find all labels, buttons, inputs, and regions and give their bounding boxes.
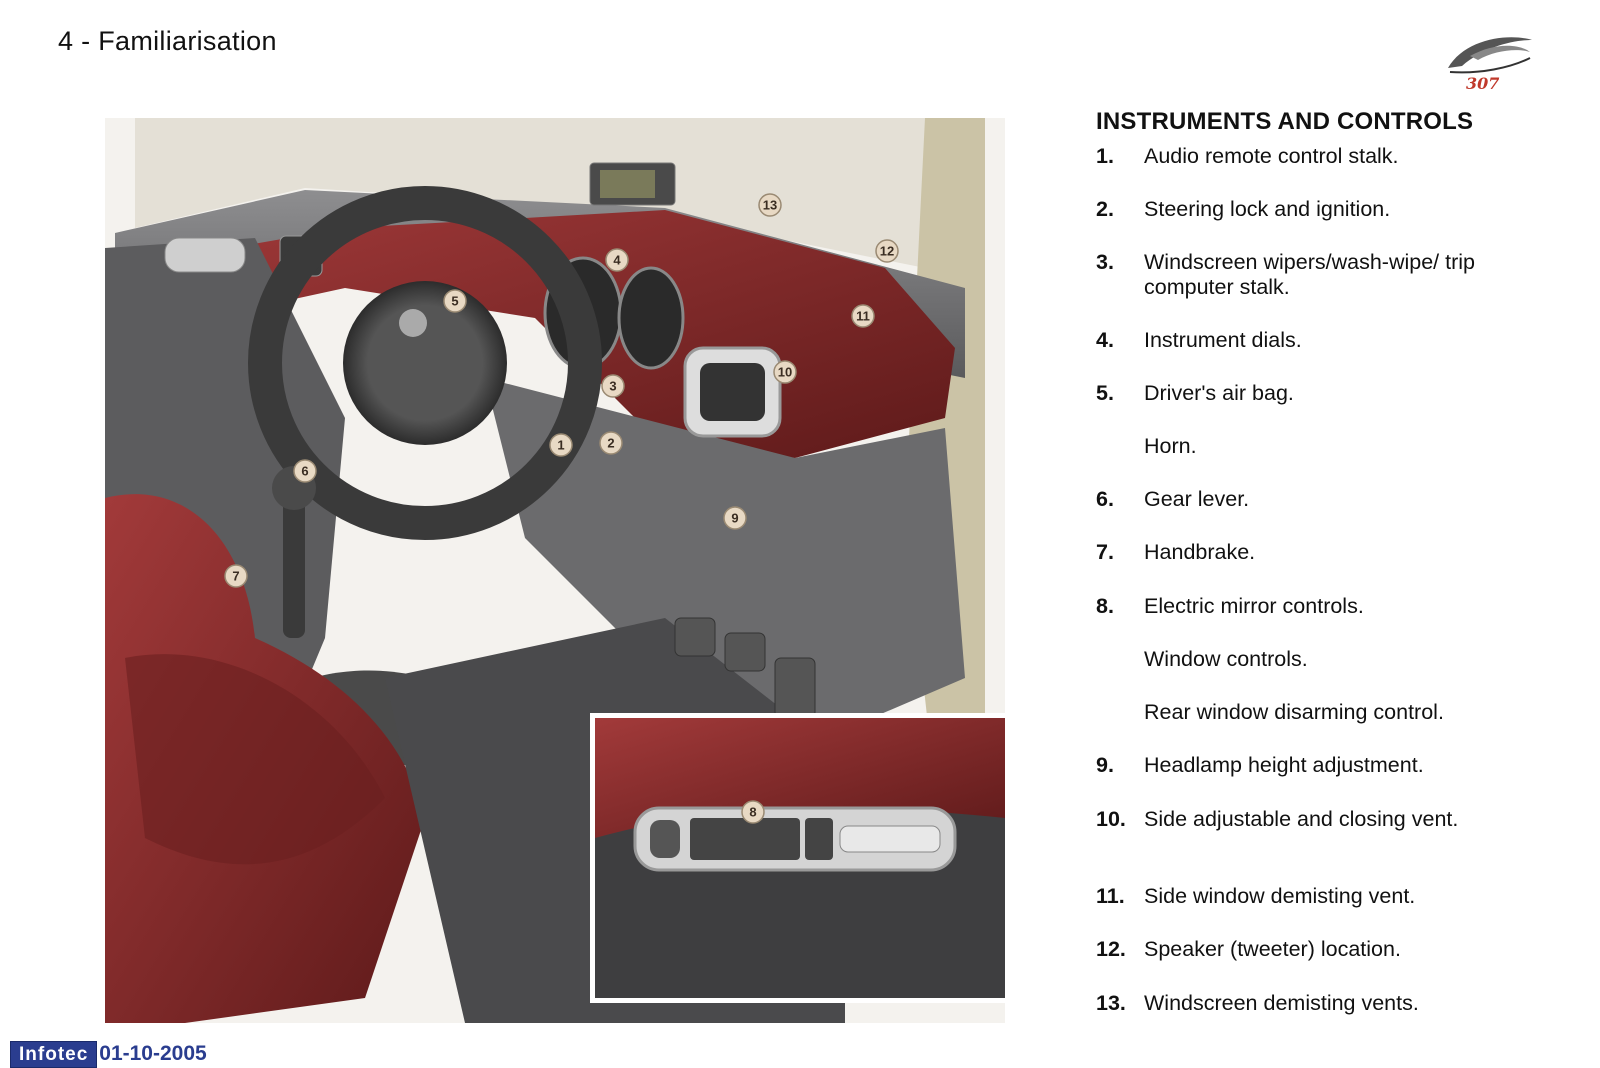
cockpit-drawing: 1 2 3 4 5 6 7 8 9 10 11 12 13 <box>105 118 1005 1023</box>
callout-4: 4 <box>605 248 629 272</box>
svg-text:5: 5 <box>451 294 458 309</box>
callout-6: 6 <box>293 459 317 483</box>
svg-text:10: 10 <box>778 365 792 380</box>
svg-text:9: 9 <box>731 511 738 526</box>
document-date: 01-10-2005 <box>99 1042 207 1065</box>
page-title: 4 - Familiarisation <box>58 26 277 56</box>
callout-9: 9 <box>723 506 747 530</box>
callout-8: 8 <box>741 800 765 824</box>
callout-13: 13 <box>758 193 782 217</box>
callout-5: 5 <box>443 289 467 313</box>
svg-text:7: 7 <box>232 569 239 584</box>
callout-1: 1 <box>549 433 573 457</box>
svg-text:1: 1 <box>557 438 564 453</box>
model-number: 307 <box>1466 74 1500 93</box>
svg-text:2: 2 <box>607 436 614 451</box>
svg-text:3: 3 <box>609 379 616 394</box>
infotec-logo: Infotec <box>10 1040 98 1068</box>
svg-text:13: 13 <box>763 198 777 213</box>
svg-text:8: 8 <box>749 805 756 820</box>
svg-text:4: 4 <box>613 253 621 268</box>
callout-7: 7 <box>224 564 248 588</box>
section-title: INSTRUMENTS AND CONTROLS <box>1096 108 1474 135</box>
footer: Infotec 01-10-2005 <box>10 1040 207 1068</box>
svg-text:11: 11 <box>856 309 870 324</box>
callout-2: 2 <box>599 431 623 455</box>
cockpit-illustration: 1 2 3 4 5 6 7 8 9 10 11 12 13 <box>105 118 1005 1023</box>
peugeot-307-logo: 307 <box>1440 28 1540 100</box>
lion-swoosh-icon <box>1448 37 1532 74</box>
callout-10: 10 <box>773 360 797 384</box>
callout-11: 11 <box>851 304 875 328</box>
callout-12: 12 <box>875 239 899 263</box>
callout-3: 3 <box>601 374 625 398</box>
svg-text:12: 12 <box>880 244 894 259</box>
svg-text:6: 6 <box>301 464 308 479</box>
